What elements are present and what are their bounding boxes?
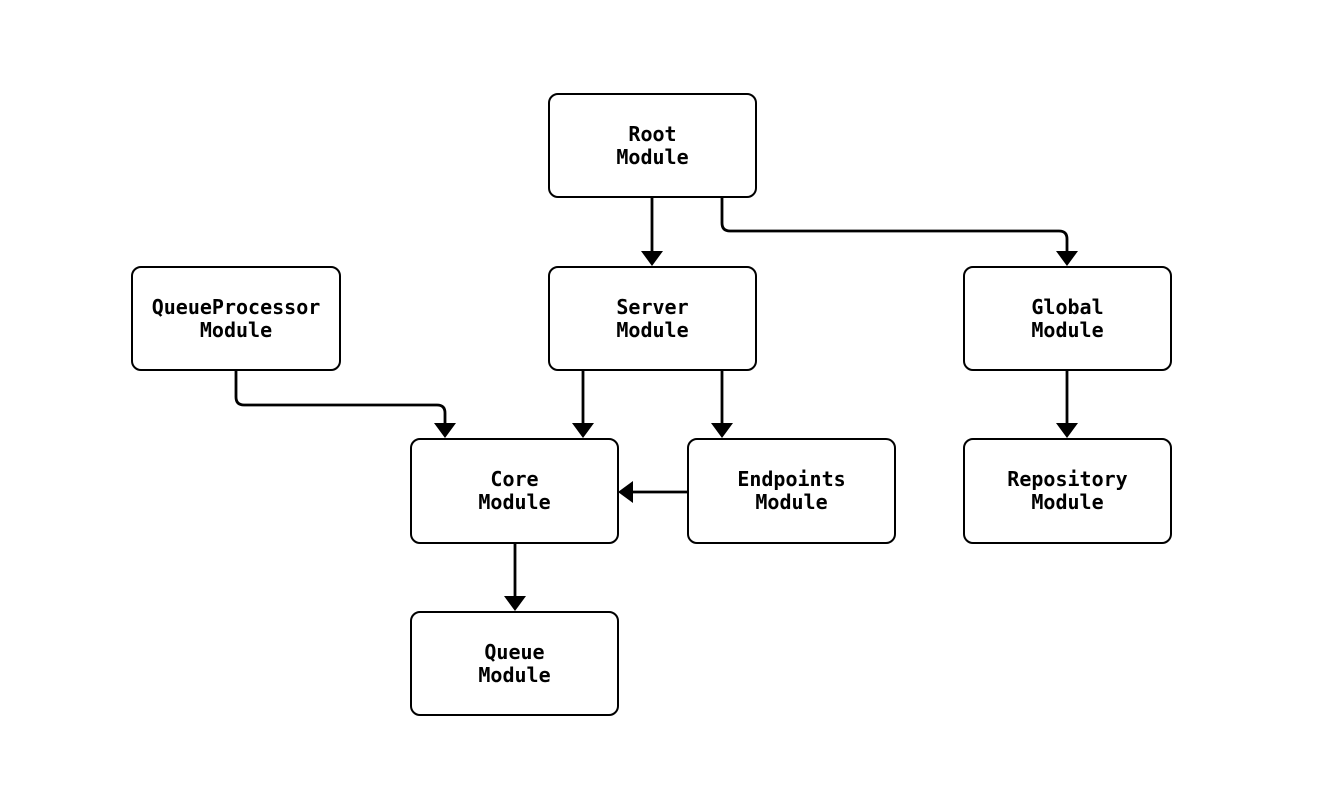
edge-queueprocessor-to-core-line (234, 371, 447, 425)
edge-root-to-global (720, 198, 1078, 266)
node-core-module: Core Module (410, 438, 619, 544)
edge-queueprocessor-to-core (234, 371, 456, 438)
node-server-module-label: Server Module (616, 294, 689, 342)
edge-core-to-queue-arrowhead (504, 596, 526, 611)
node-global-module-label: Global Module (1031, 294, 1104, 342)
edge-root-to-server (641, 198, 663, 266)
node-root-module: Root Module (548, 93, 757, 198)
node-endpoints-module: Endpoints Module (687, 438, 896, 544)
edge-global-to-repository-arrowhead (1056, 423, 1078, 438)
edge-server-to-core-arrowhead (572, 423, 594, 438)
edge-root-to-global-line (720, 198, 1069, 253)
edge-server-to-core (572, 371, 594, 438)
edge-endpoints-to-core-arrowhead (618, 481, 633, 503)
edge-server-to-endpoints-arrowhead (711, 423, 733, 438)
node-root-module-label: Root Module (616, 121, 689, 169)
node-endpoints-module-label: Endpoints Module (737, 467, 846, 514)
edge-root-to-server-arrowhead (641, 251, 663, 266)
edge-server-to-endpoints (711, 371, 733, 438)
node-queue-module-label: Queue Module (478, 639, 551, 687)
node-queue-module: Queue Module (410, 611, 619, 716)
edge-endpoints-to-core (618, 481, 687, 503)
node-repository-module-label: Repository Module (1007, 467, 1128, 514)
node-queueprocessor-module: QueueProcessor Module (131, 266, 341, 371)
node-repository-module: Repository Module (963, 438, 1172, 544)
node-server-module: Server Module (548, 266, 757, 371)
edge-queueprocessor-to-core-arrowhead (434, 423, 456, 438)
edge-core-to-queue (504, 544, 526, 611)
node-core-module-label: Core Module (478, 467, 551, 514)
node-global-module: Global Module (963, 266, 1172, 371)
edge-root-to-global-arrowhead (1056, 251, 1078, 266)
node-queueprocessor-module-label: QueueProcessor Module (151, 294, 321, 342)
edge-global-to-repository (1056, 371, 1078, 438)
